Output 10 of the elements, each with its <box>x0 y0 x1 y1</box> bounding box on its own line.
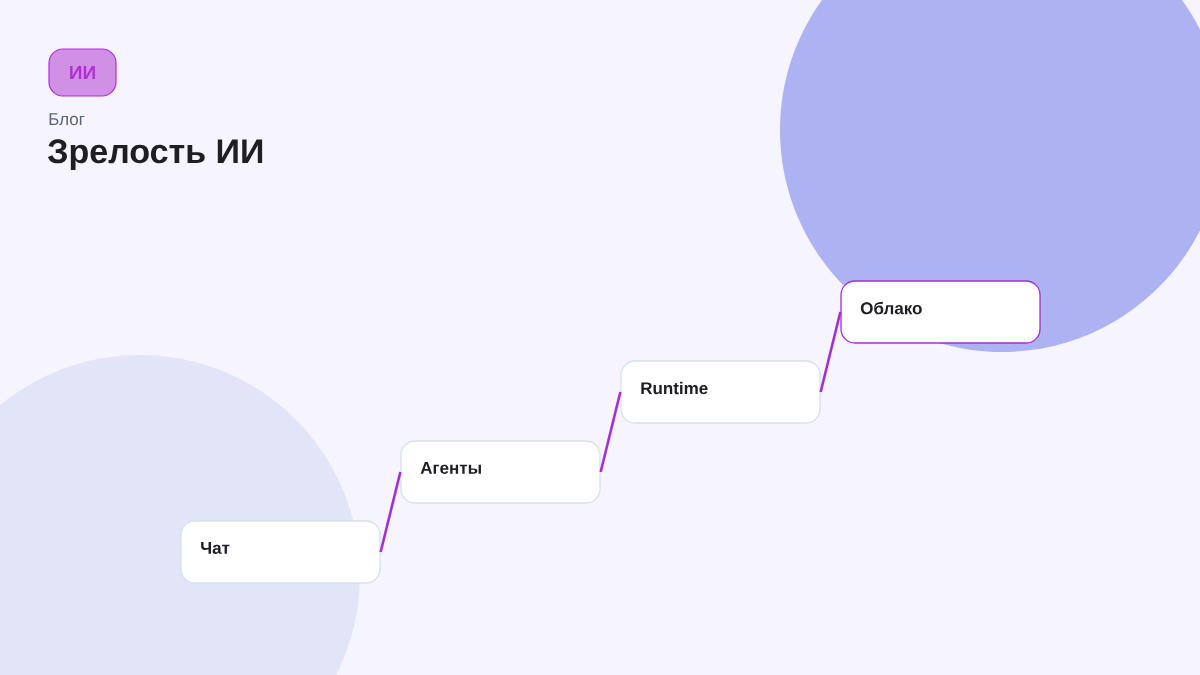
badge: ИИ <box>48 48 117 97</box>
connector-line <box>379 471 402 553</box>
step-box: Runtime <box>620 360 821 424</box>
connector-line <box>599 391 622 473</box>
step-box: Агенты <box>400 440 601 504</box>
connector-line <box>819 311 842 393</box>
subtitle: Блог <box>49 113 85 126</box>
step-box: Чат <box>180 520 381 584</box>
step-box: Облако <box>840 280 1041 344</box>
title: Зрелость ИИ <box>47 139 263 171</box>
